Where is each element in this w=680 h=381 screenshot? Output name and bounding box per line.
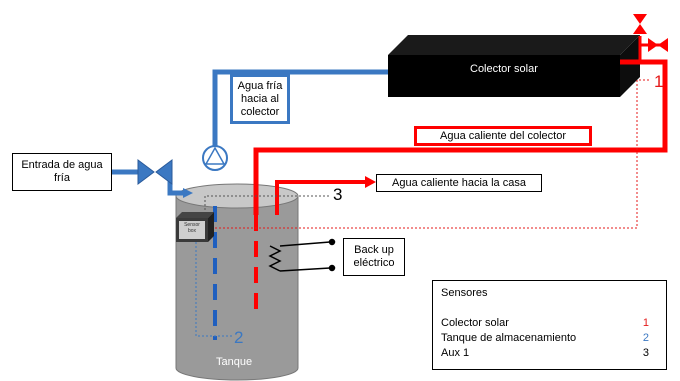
hot-pipe-collector [253, 59, 668, 215]
sensor-box-icon [176, 212, 214, 242]
pump-icon [202, 145, 228, 171]
house-arrow [365, 176, 376, 188]
hot-pipe-house [275, 180, 368, 215]
legend-row-value: 3 [642, 347, 649, 359]
collector-valves [633, 14, 668, 62]
sensor-box-label: Sensor box [184, 222, 200, 234]
legend-row-value: 2 [642, 332, 649, 344]
sensor-legend: Sensores Colector solar 1 Tanque de alma… [432, 280, 667, 370]
marker-2: 2 [234, 328, 244, 347]
legend-row-name: Aux 1 [441, 347, 470, 359]
collector-label: Colector solar [470, 63, 538, 75]
cold-water-inlet-label: Entrada de agua fría [12, 153, 112, 191]
backup-label: Back up eléctrico [343, 238, 405, 276]
heating-element-icon [268, 238, 336, 272]
legend-row: Tanque de almacenamiento 2 [441, 332, 661, 346]
legend-row-name: Tanque de almacenamiento [441, 332, 577, 344]
collector-box [388, 35, 640, 97]
marker-1: 1 [654, 72, 664, 91]
legend-row-value: 1 [642, 317, 649, 329]
legend-title: Sensores [441, 287, 488, 299]
marker-3: 3 [333, 185, 343, 204]
hot-to-house-label: Agua caliente hacia la casa [376, 174, 542, 192]
hot-from-collector-label: Agua caliente del colector [414, 126, 592, 146]
legend-row: Aux 1 3 [441, 347, 661, 361]
inlet-arrow [183, 188, 193, 198]
cold-to-collector-label: Agua fría hacia al colector [230, 74, 290, 124]
legend-row: Colector solar 1 [441, 317, 661, 331]
tank-label: Tanque [216, 356, 253, 368]
inlet-valve [137, 159, 173, 185]
legend-row-name: Colector solar [441, 317, 509, 329]
